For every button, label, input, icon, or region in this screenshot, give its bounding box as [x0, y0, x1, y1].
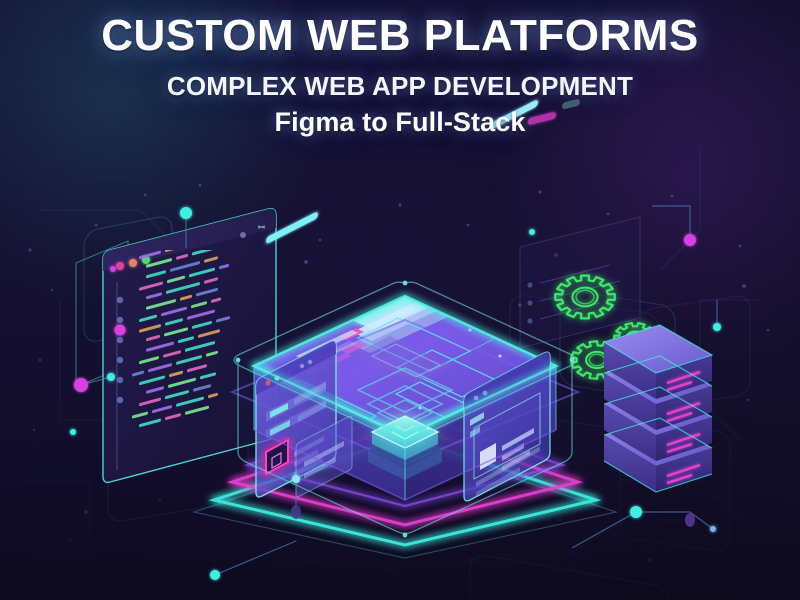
- panel-secondary-bar: [562, 99, 580, 110]
- page-subtitle: COMPLEX WEB APP DEVELOPMENT: [166, 70, 634, 101]
- server-outline-glow: [602, 324, 714, 493]
- code-line: [139, 364, 207, 386]
- circuit-node: [630, 506, 642, 518]
- circuit-node: [110, 266, 116, 272]
- headline-block: CUSTOM WEB PLATFORMS COMPLEX WEB APP DEV…: [0, 11, 800, 138]
- cube-edge-nodes: [235, 280, 575, 538]
- circuit-node: [713, 323, 721, 331]
- code-line: [146, 287, 218, 310]
- cube-right-browser-window: [463, 100, 551, 502]
- panel-list-dots: [527, 282, 533, 324]
- code-line: [139, 263, 229, 291]
- right-window-footer-rows: [476, 446, 540, 497]
- right-window-nav-chips: [470, 412, 484, 438]
- core-pedestal: [356, 367, 454, 480]
- code-line: [146, 277, 218, 300]
- circuit-node: [210, 570, 220, 580]
- server-status-lines: [666, 370, 701, 392]
- gear-hub: [571, 286, 599, 308]
- server-status-lines: [666, 463, 701, 485]
- code-line: [139, 309, 215, 333]
- node-end-caps: [291, 505, 695, 527]
- code-line: [139, 250, 181, 260]
- panel-accent-bar: [528, 112, 556, 125]
- code-line: [146, 256, 218, 279]
- code-line: [146, 316, 230, 342]
- code-line: [132, 350, 218, 377]
- gear-icon: [554, 274, 616, 320]
- page-tagline: Figma to Full-Stack: [274, 107, 526, 138]
- left-window-url-bar: [266, 212, 318, 244]
- window-minimize-dot: [129, 259, 137, 267]
- right-window-url-bar: [492, 100, 538, 128]
- code-line: [139, 341, 215, 365]
- gear-hub: [575, 289, 595, 305]
- circuit-node: [292, 475, 300, 483]
- window-menu-icon: [240, 232, 246, 238]
- circuit-node: [74, 378, 88, 392]
- code-line: [146, 329, 220, 352]
- server-status-lines: [666, 401, 701, 423]
- code-line: [146, 250, 216, 268]
- server-rack: [602, 324, 714, 493]
- server-unit: [604, 325, 712, 399]
- node-connector-lines: [80, 205, 718, 576]
- top-face-inner-rect: [370, 343, 442, 378]
- code-line: [132, 392, 218, 419]
- left-window-app-icon: [265, 438, 289, 476]
- editor-code-lines: [132, 250, 230, 428]
- editor-active-marker: [114, 324, 126, 336]
- window-close-icon: [257, 225, 266, 229]
- server-status-lines: [666, 432, 701, 454]
- code-line: [139, 384, 211, 407]
- cube-front-edges: [253, 365, 557, 501]
- window-close-dot: [116, 262, 124, 270]
- page-title: CUSTOM WEB PLATFORMS: [101, 11, 699, 60]
- circuit-node: [684, 234, 696, 246]
- circuit-node-dots: [70, 207, 721, 580]
- code-line: [139, 297, 221, 323]
- circuit-node: [529, 229, 535, 235]
- circuit-node: [107, 373, 115, 381]
- left-window-floating-card: [295, 415, 353, 498]
- circuit-node: [70, 429, 76, 435]
- code-line: [139, 405, 209, 428]
- code-line: [146, 372, 216, 394]
- right-window-body-frame: [473, 392, 541, 480]
- editor-gutter-dots: [116, 296, 124, 404]
- circuit-node: [180, 207, 192, 219]
- circuit-node: [710, 526, 716, 532]
